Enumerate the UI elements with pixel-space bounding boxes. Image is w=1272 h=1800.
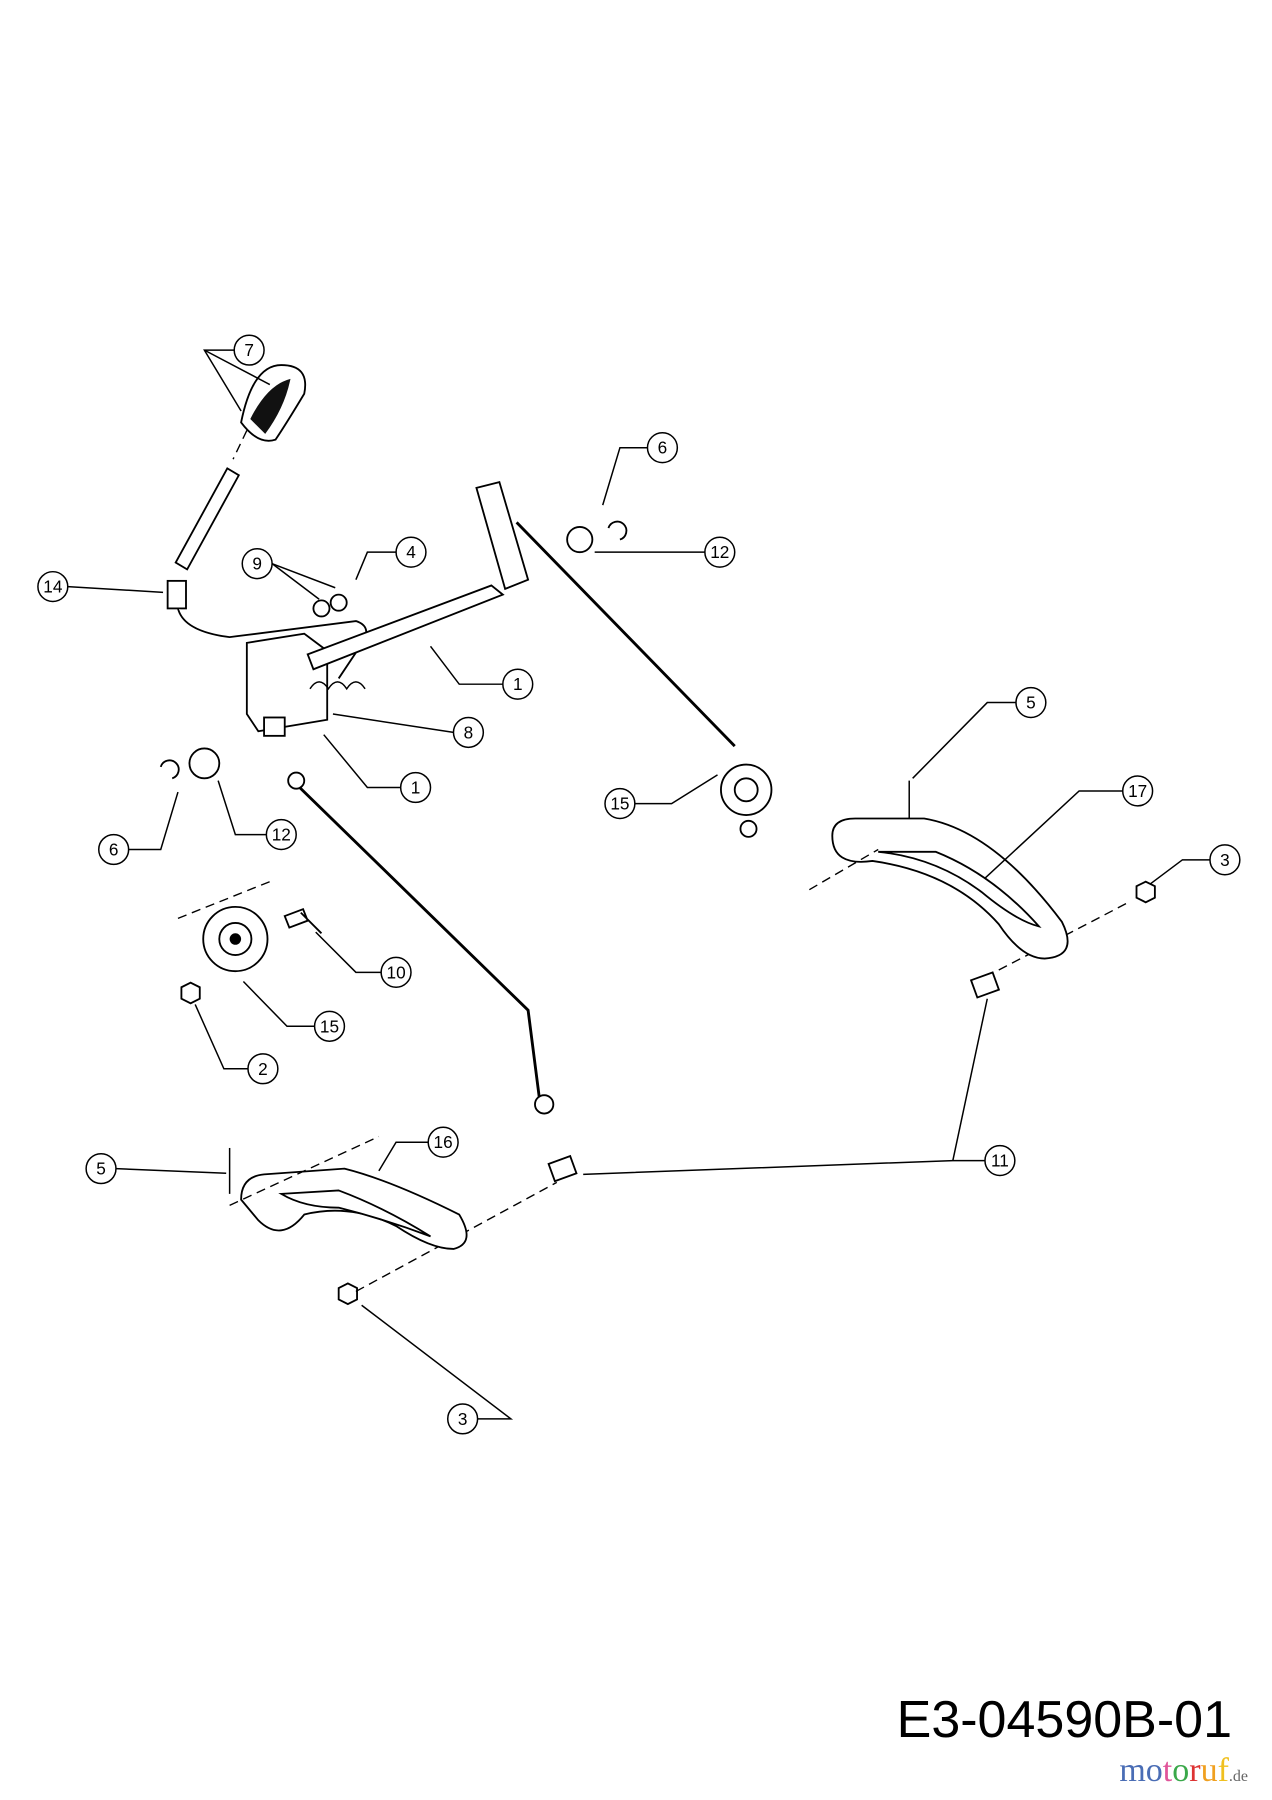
- watermark-letter: o: [1172, 1752, 1190, 1789]
- callout-17: 17: [984, 775, 1154, 879]
- callout-11: 11: [583, 998, 1016, 1177]
- watermark-letter: r: [1189, 1752, 1201, 1789]
- watermark-letter: u: [1200, 1752, 1218, 1789]
- callout-7: 7: [203, 334, 271, 412]
- callout-label: 11: [991, 1151, 1009, 1171]
- callout-label: 3: [458, 1409, 468, 1429]
- callout-label: 5: [1026, 693, 1036, 713]
- callout-label: 9: [252, 554, 262, 574]
- callout-6b: 6: [98, 791, 179, 866]
- callout-12b: 12: [217, 780, 297, 851]
- drawing-code: E3-04590B-01: [896, 1691, 1232, 1749]
- callout-6: 6: [601, 432, 679, 506]
- bracket-plate: [245, 632, 329, 733]
- upper-arm: [475, 481, 530, 591]
- callout-label: 8: [464, 722, 474, 742]
- callout-5a: 5: [912, 686, 1047, 779]
- callout-5b: 5: [85, 1152, 227, 1185]
- callout-label: 5: [96, 1159, 106, 1179]
- callout-3b: 3: [361, 1304, 514, 1435]
- callout-label: 15: [610, 794, 629, 814]
- watermark-letter: f: [1217, 1752, 1229, 1789]
- callout-4: 4: [355, 536, 427, 581]
- watermark-text: motoruf: [1119, 1752, 1229, 1789]
- link-plate-16: [229, 1135, 468, 1250]
- link-plate-17: [808, 817, 1069, 960]
- small-parts: [159, 520, 1156, 1306]
- callout-label: 6: [658, 438, 668, 458]
- callout-16: 16: [378, 1126, 459, 1172]
- watermark-suffix: .de: [1228, 1768, 1248, 1785]
- callout-label: 1: [513, 674, 523, 694]
- callout-label: 12: [272, 825, 291, 845]
- callout-12: 12: [594, 536, 736, 568]
- watermark-logo: motoruf.de: [1119, 1750, 1248, 1798]
- callout-1a: 1: [429, 645, 534, 700]
- callout-label: 1: [411, 778, 421, 798]
- shaft: [306, 584, 505, 671]
- callout-8: 8: [332, 713, 485, 749]
- callout-label: 15: [320, 1016, 339, 1036]
- callout-label: 7: [244, 340, 254, 360]
- callout-label: 17: [1128, 781, 1147, 801]
- callout-label: 2: [258, 1059, 268, 1079]
- callout-15b: 15: [242, 980, 346, 1042]
- callout-label: 4: [406, 542, 416, 562]
- lever-clip: [166, 579, 187, 610]
- lever-rod: [174, 467, 241, 571]
- callout-9: 9: [241, 547, 336, 600]
- callout-15a: 15: [604, 774, 718, 820]
- watermark-letter: o: [1145, 1752, 1163, 1789]
- callout-label: 14: [43, 577, 63, 597]
- grip-rubber: [250, 378, 291, 434]
- callout-label: 16: [434, 1132, 453, 1152]
- watermark-letter: m: [1119, 1752, 1146, 1789]
- callout-2: 2: [194, 1004, 279, 1085]
- cables: [287, 521, 773, 1115]
- watermark-letter: t: [1162, 1752, 1173, 1789]
- callout-label: 3: [1220, 850, 1230, 870]
- callout-14: 14: [37, 570, 164, 603]
- callout-label: 10: [387, 962, 406, 982]
- spring: [309, 681, 366, 691]
- callout-label: 6: [109, 839, 119, 859]
- callout-label: 12: [710, 542, 729, 562]
- pivot: [263, 716, 286, 737]
- callout-10: 10: [315, 931, 412, 988]
- callout-3a: 3: [1149, 844, 1241, 885]
- callout-1b: 1: [323, 734, 432, 804]
- shift-lever-assembly: [166, 364, 530, 737]
